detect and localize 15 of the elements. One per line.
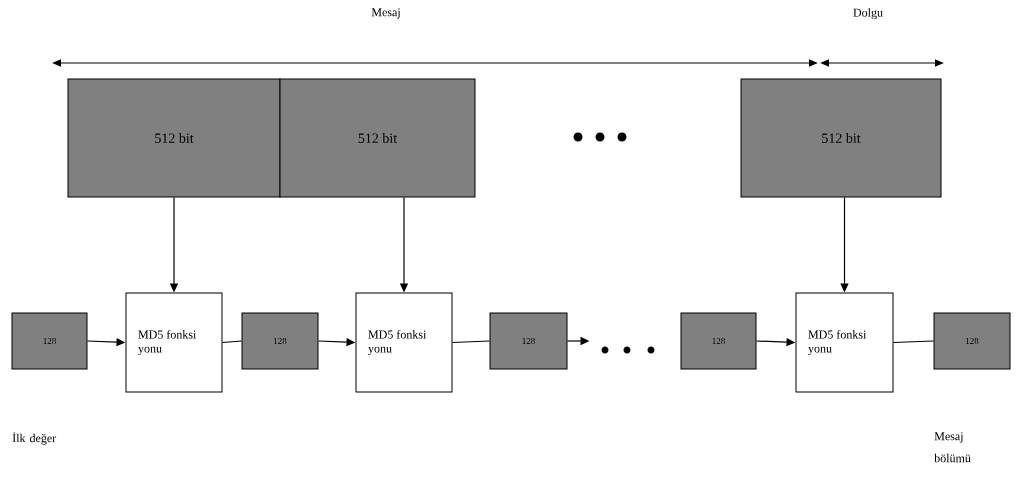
label-text: İlk değer	[12, 432, 57, 445]
register-box: 128	[11, 312, 88, 370]
label-text: Dolgu	[853, 8, 883, 20]
label-text: Mesaj bölümü	[934, 432, 971, 463]
label-text: Mesaj	[371, 8, 400, 19]
register-box: 128	[933, 312, 1011, 370]
register-box: 128	[680, 312, 757, 370]
block-box: 512 bit	[279, 78, 476, 198]
block-box: 512 bit	[740, 78, 942, 198]
function-box: MD5 fonksi yonu	[355, 292, 453, 393]
register-box: 128	[241, 312, 319, 370]
block-box: 512 bit	[67, 78, 281, 198]
register-box: 128	[489, 312, 568, 370]
function-box: MD5 fonksi yonu	[795, 292, 894, 393]
function-box: MD5 fonksi yonu	[125, 292, 223, 393]
